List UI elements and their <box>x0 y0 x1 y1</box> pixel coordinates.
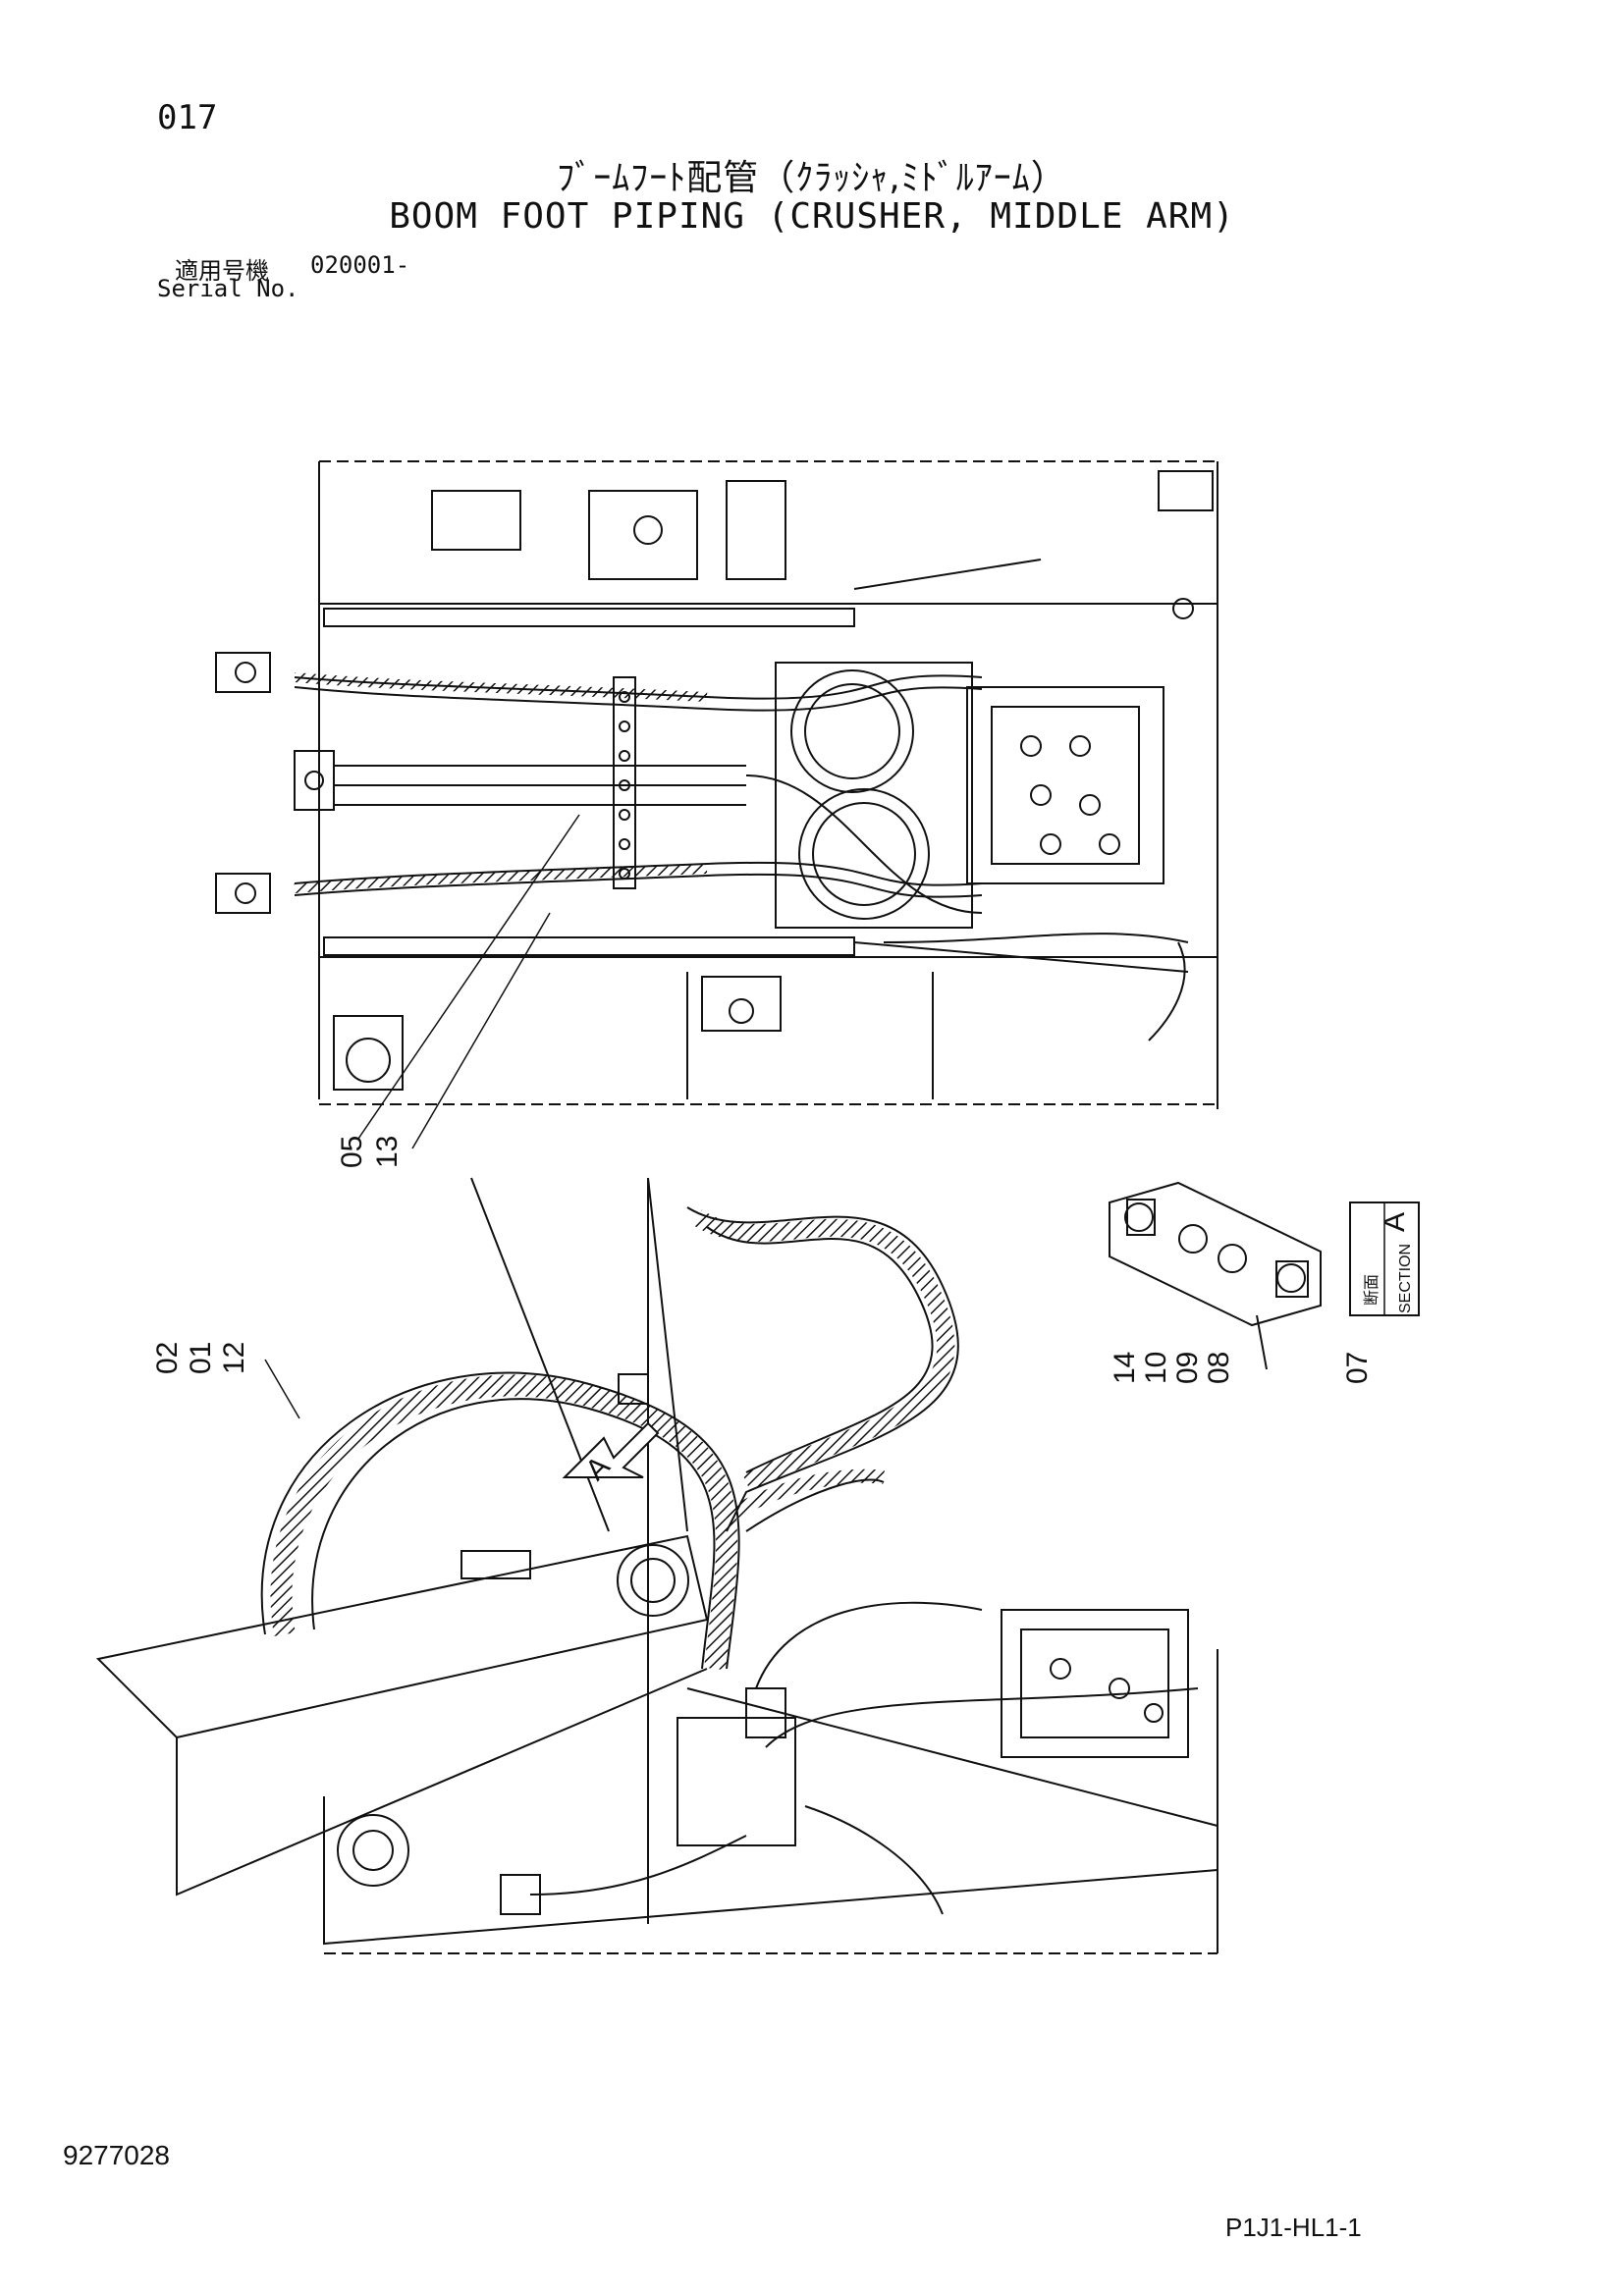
leader-line-top-2 <box>411 912 551 1149</box>
callout-group-top: 05 13 <box>336 1136 404 1168</box>
side-view-drawing <box>95 1177 1218 1954</box>
callout-08: 08 <box>1203 1352 1235 1384</box>
serial-label-english: Serial No. <box>157 275 299 302</box>
section-a-label: 断面 SECTION A <box>1349 1201 1420 1316</box>
title-english: BOOM FOOT PIPING (CRUSHER, MIDDLE ARM) <box>389 196 1235 237</box>
callout-group-section: 14 10 09 08 <box>1109 1352 1235 1384</box>
callout-01: 01 <box>185 1342 217 1374</box>
leader-line-top <box>357 814 580 1140</box>
callout-10: 10 <box>1140 1352 1172 1384</box>
section-a-clamp-drawing <box>1109 1181 1322 1370</box>
callout-07: 07 <box>1341 1352 1374 1384</box>
callout-09: 09 <box>1171 1352 1204 1384</box>
callout-14: 14 <box>1109 1352 1141 1384</box>
leader-line-side <box>264 1359 300 1419</box>
callout-group-side: 02 01 12 <box>151 1342 250 1374</box>
view-a-arrow: A <box>562 1421 660 1487</box>
top-view-drawing <box>215 460 1218 1109</box>
sheet-code: P1J1-HL1-1 <box>1225 2213 1362 2242</box>
section-label-letter: A <box>1379 1212 1411 1232</box>
page-number: 017 <box>157 98 218 137</box>
serial-label-japanese: 適用号機 <box>175 257 269 285</box>
serial-number-value: 020001- <box>310 251 410 279</box>
document-number: 9277028 <box>63 2140 171 2170</box>
callout-13: 13 <box>371 1136 404 1168</box>
callout-12: 12 <box>218 1342 250 1374</box>
callout-05: 05 <box>336 1136 368 1168</box>
callout-07-group: 07 <box>1341 1352 1374 1384</box>
section-label-jp: 断面 <box>1363 1274 1380 1306</box>
title-japanese: ﾌﾞｰﾑﾌｰﾄ配管（ｸﾗｯｼｬ,ﾐﾄﾞﾙｱｰﾑ） <box>557 158 1067 198</box>
section-label-en: SECTION <box>1397 1244 1414 1313</box>
callout-02: 02 <box>151 1342 184 1374</box>
